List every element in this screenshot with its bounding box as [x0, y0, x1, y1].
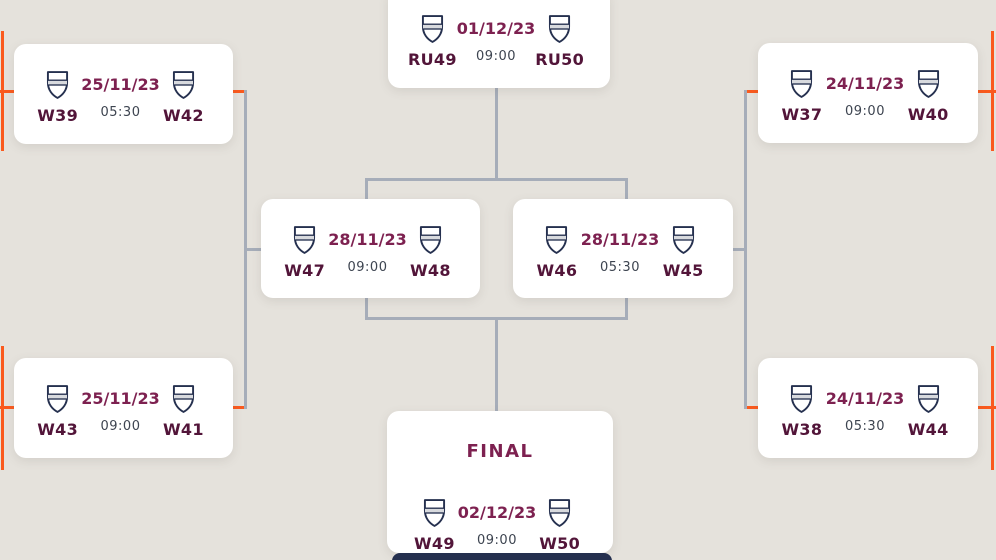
- connector-line-right-merge-branch: [726, 248, 747, 251]
- team-label: W48: [409, 261, 451, 280]
- match-card-top-center[interactable]: RU49 01/12/23 09:00 RU50: [388, 0, 610, 88]
- team-label: W47: [284, 261, 326, 280]
- team-column: RU49: [408, 15, 457, 88]
- match-info-column: 01/12/23 09:00: [457, 15, 535, 88]
- match-card-mid-right[interactable]: W46 28/11/23 05:30 W45: [513, 199, 733, 298]
- team-label: W43: [37, 420, 79, 439]
- team-shield-icon: [423, 499, 446, 527]
- team-label: RU49: [408, 50, 457, 69]
- team-column: W43: [34, 385, 81, 458]
- team-column: W38: [778, 385, 826, 458]
- team-column: W41: [160, 385, 207, 458]
- team-label: W50: [539, 534, 581, 553]
- team-column: W40: [904, 70, 952, 143]
- team-shield-icon: [545, 226, 568, 254]
- team-shield-icon: [917, 70, 940, 98]
- team-label: W42: [162, 106, 204, 125]
- team-shield-icon: [421, 15, 444, 43]
- team-label: W46: [536, 261, 578, 280]
- match-date: 25/11/23: [81, 389, 160, 408]
- match-time: 05:30: [600, 260, 640, 275]
- team-label: W40: [907, 105, 949, 124]
- team-label: W41: [162, 420, 204, 439]
- match-date: 28/11/23: [328, 230, 407, 249]
- team-shield-icon: [548, 499, 571, 527]
- match-time: 09:00: [477, 533, 517, 548]
- match-card-top-left[interactable]: W39 25/11/23 05:30 W42: [14, 44, 233, 144]
- match-info-column: 28/11/23 05:30: [581, 226, 659, 298]
- team-column: RU50: [535, 15, 584, 88]
- match-date: 24/11/23: [825, 74, 905, 93]
- team-column: W45: [659, 226, 707, 298]
- match-card-final[interactable]: FINAL W49 02/12/23 09:00 W50: [387, 411, 613, 553]
- team-shield-icon: [293, 226, 316, 254]
- team-column: W49: [411, 499, 458, 553]
- team-column: W39: [34, 71, 81, 144]
- match-date: 25/11/23: [81, 75, 160, 94]
- match-card-mid-left[interactable]: W47 28/11/23 09:00 W48: [261, 199, 480, 298]
- match-card-bottom-left[interactable]: W43 25/11/23 09:00 W41: [14, 358, 233, 458]
- match-date: 28/11/23: [580, 230, 660, 249]
- match-card-top-right[interactable]: W37 24/11/23 09:00 W40: [758, 43, 978, 143]
- connector-line-center-top-vertical: [495, 88, 498, 181]
- team-shield-icon: [419, 226, 442, 254]
- team-column: W46: [533, 226, 581, 298]
- match-time: 09:00: [476, 49, 516, 64]
- connector-line-center-rect-top: [365, 178, 628, 181]
- team-label: W44: [907, 420, 949, 439]
- team-label: RU50: [535, 50, 585, 69]
- team-column: W37: [778, 70, 826, 143]
- match-card-bottom-right[interactable]: W38 24/11/23 05:30 W44: [758, 358, 978, 458]
- team-shield-icon: [172, 385, 195, 413]
- team-column: W42: [160, 71, 207, 144]
- team-shield-icon: [548, 15, 571, 43]
- match-info-column: 25/11/23 09:00: [81, 385, 159, 458]
- connector-line-left-merge-branch: [244, 248, 266, 251]
- match-time: 05:30: [100, 105, 141, 120]
- team-shield-icon: [46, 385, 69, 413]
- match-date: 02/12/23: [457, 503, 537, 522]
- match-time: 09:00: [347, 260, 388, 275]
- team-column: W47: [281, 226, 328, 298]
- match-time: 05:30: [845, 419, 885, 434]
- team-column: W48: [407, 226, 454, 298]
- match-time: 09:00: [845, 104, 885, 119]
- match-info-column: 28/11/23 09:00: [328, 226, 406, 298]
- team-shield-icon: [917, 385, 940, 413]
- team-label: W49: [413, 534, 455, 553]
- team-column: W50: [536, 499, 583, 553]
- connector-line-center-bottom-vertical: [495, 317, 498, 413]
- match-info-column: 25/11/23 05:30: [81, 71, 159, 144]
- match-info-column: 24/11/23 05:30: [826, 385, 904, 458]
- team-label: W45: [662, 261, 704, 280]
- match-date: 24/11/23: [825, 389, 905, 408]
- final-card-bottom-bar: [392, 553, 612, 560]
- final-match-row: W49 02/12/23 09:00 W50: [387, 499, 613, 553]
- team-label: W37: [781, 105, 823, 124]
- match-info-column: 02/12/23 09:00: [458, 499, 536, 553]
- team-column: W44: [904, 385, 952, 458]
- team-shield-icon: [672, 226, 695, 254]
- team-shield-icon: [46, 71, 69, 99]
- match-time: 09:00: [100, 419, 141, 434]
- team-shield-icon: [172, 71, 195, 99]
- final-title: FINAL: [466, 441, 534, 462]
- team-label: W38: [781, 420, 823, 439]
- team-label: W39: [37, 106, 79, 125]
- match-info-column: 24/11/23 09:00: [826, 70, 904, 143]
- match-date: 01/12/23: [456, 19, 536, 38]
- team-shield-icon: [790, 385, 813, 413]
- team-shield-icon: [790, 70, 813, 98]
